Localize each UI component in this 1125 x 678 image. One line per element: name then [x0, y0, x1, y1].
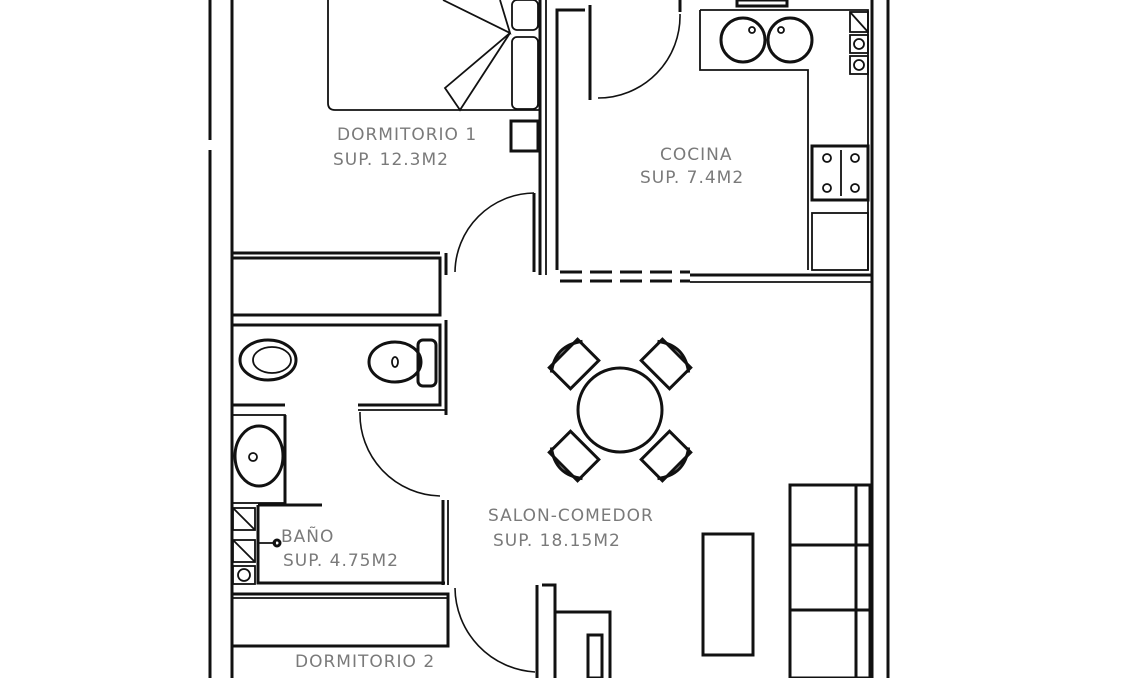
room-label-bano: BAÑO	[281, 525, 334, 547]
kitchen-counter	[699, 9, 869, 270]
exterior-walls	[208, 0, 890, 678]
room-label-dormitorio1: DORMITORIO 1	[337, 125, 477, 145]
room-label-dormitorio2: DORMITORIO 2	[295, 652, 435, 672]
bathroom-walls	[232, 320, 449, 585]
dormitorio1-kitchen-wall	[538, 0, 547, 275]
door-kitchen[interactable]	[597, 13, 681, 99]
room-label-cocina: COCINA	[660, 145, 732, 165]
appliance-icons	[849, 11, 869, 75]
dining-table	[547, 337, 693, 483]
dormitorio2-walls	[535, 583, 612, 678]
closet-dormitorio1	[230, 251, 448, 317]
tv-unit	[701, 532, 755, 657]
door-dormitorio2[interactable]	[454, 587, 536, 673]
stove-icon	[810, 144, 870, 202]
nightstand	[509, 119, 540, 153]
washbasin-icon	[231, 414, 286, 504]
bath-fixtures	[232, 507, 282, 585]
door-bathroom[interactable]	[359, 411, 441, 497]
fridge	[811, 212, 869, 271]
kitchen-walls	[555, 0, 682, 270]
room-label-salon: SALON-COMEDOR	[488, 506, 654, 526]
room-area-bano: SUP. 4.75M2	[283, 551, 399, 571]
bidet-icon	[238, 338, 298, 382]
room-area-cocina: SUP. 7.4M2	[640, 168, 744, 188]
room-area-salon: SUP. 18.15M2	[493, 531, 621, 551]
bed	[327, 0, 541, 112]
faucet	[735, 0, 789, 8]
sofa	[788, 483, 872, 678]
door-dormitorio1[interactable]	[454, 192, 536, 273]
kitchen-opening-dashed	[560, 270, 872, 283]
double-sink-icon	[719, 16, 814, 64]
closet-dormitorio2	[230, 592, 450, 648]
room-area-dormitorio1: SUP. 12.3M2	[333, 150, 449, 170]
toilet-icon	[367, 338, 438, 388]
